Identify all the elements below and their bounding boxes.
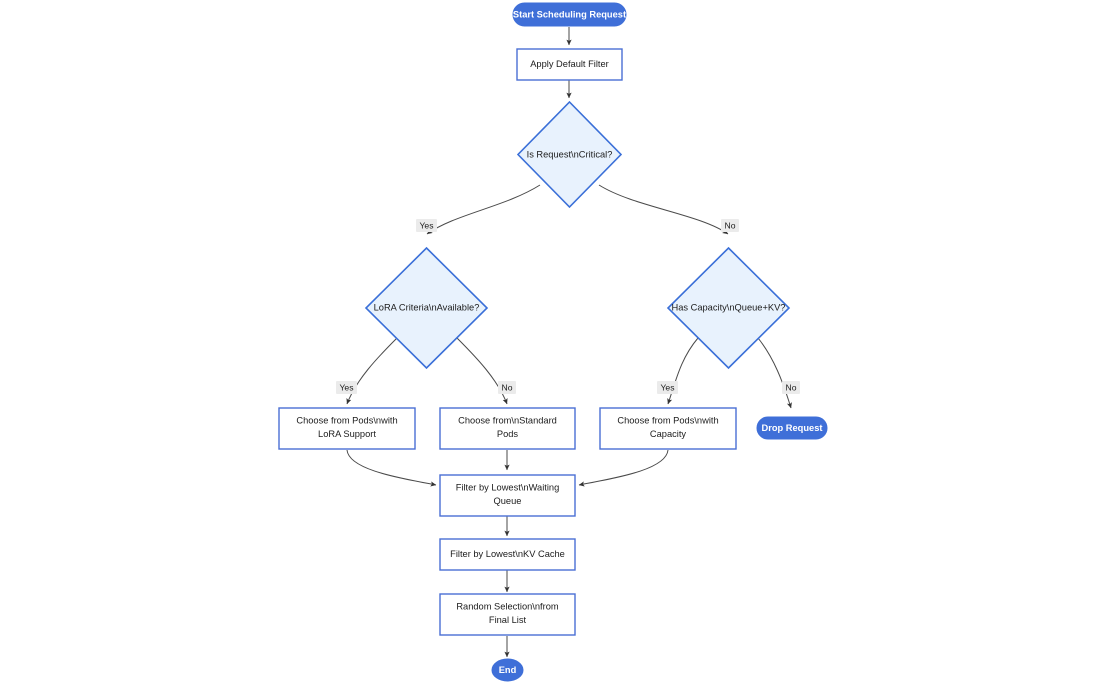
edge-label-critical-no: No [721, 219, 739, 232]
node-filter-waiting-queue-shape[interactable] [439, 474, 576, 517]
edge-label-critical-no-text: No [725, 221, 736, 231]
node-choose-standard-pods-shape[interactable] [439, 407, 576, 450]
edge-label-lora-no: No [498, 381, 516, 394]
node-choose-capacity-pods-shape[interactable] [599, 407, 737, 450]
node-end[interactable]: End [491, 658, 524, 682]
node-start-shape[interactable] [512, 2, 627, 27]
node-has-capacity-queue-kv-shape[interactable] [666, 246, 791, 370]
node-drop-request-shape[interactable] [756, 416, 828, 440]
node-has-capacity-queue-kv[interactable]: Has Capacity\nQueue+KV? [666, 246, 791, 370]
node-is-request-critical[interactable]: Is Request\nCritical? [516, 100, 623, 209]
node-choose-lora-pods[interactable]: Choose from Pods\nwith LoRA Support [278, 407, 416, 450]
edge-label-layer: Yes No Yes No Yes No [336, 219, 800, 394]
edge-layer [346, 27, 792, 658]
edge-label-capacity-no: No [782, 381, 800, 394]
node-filter-waiting-queue-label-line2: Queue [494, 496, 522, 506]
node-is-request-critical-shape[interactable] [516, 100, 623, 209]
node-choose-standard-pods[interactable]: Choose from\nStandard Pods [439, 407, 576, 450]
node-choose-capacity-pods-label-line1: Choose from Pods\nwith [617, 415, 718, 425]
node-choose-lora-pods-label-line2: LoRA Support [318, 429, 376, 439]
node-random-selection-label-line2: Final List [489, 615, 527, 625]
node-has-capacity-queue-kv-label: Has Capacity\nQueue+KV? [672, 302, 786, 312]
node-lora-criteria-available[interactable]: LoRA Criteria\nAvailable? [364, 246, 489, 370]
node-end-shape[interactable] [491, 658, 524, 682]
edge-label-capacity-yes: Yes [657, 381, 678, 394]
node-start[interactable]: Start Scheduling Request [512, 2, 627, 27]
edge-label-lora-no-text: No [502, 383, 513, 393]
node-apply-default-filter[interactable]: Apply Default Filter [516, 48, 623, 81]
node-choose-standard-pods-label-line2: Pods [497, 429, 519, 439]
edge-lora-to-lorapods [346, 337, 398, 405]
edge-critical-to-lora [426, 184, 541, 235]
node-apply-default-filter-shape[interactable] [516, 48, 623, 81]
node-choose-lora-pods-shape[interactable] [278, 407, 416, 450]
node-choose-capacity-pods-label-line2: Capacity [650, 429, 687, 439]
node-end-label: End [499, 665, 517, 675]
edge-capacity-to-drop [757, 337, 792, 409]
node-random-selection[interactable]: Random Selection\nfrom Final List [439, 593, 576, 636]
node-apply-default-filter-label: Apply Default Filter [530, 59, 609, 69]
node-drop-request[interactable]: Drop Request [756, 416, 828, 440]
edge-cappods-to-filterqueue [578, 449, 669, 487]
node-random-selection-label-line1: Random Selection\nfrom [456, 601, 559, 611]
node-choose-lora-pods-label-line1: Choose from Pods\nwith [296, 415, 397, 425]
edge-lora-to-stdpods [456, 337, 508, 405]
node-filter-kv-cache[interactable]: Filter by Lowest\nKV Cache [439, 538, 576, 571]
node-drop-request-label: Drop Request [762, 423, 823, 433]
node-lora-criteria-available-shape[interactable] [364, 246, 489, 370]
edge-label-lora-yes-text: Yes [339, 383, 353, 393]
node-filter-kv-cache-shape[interactable] [439, 538, 576, 571]
edge-critical-to-capacity [598, 184, 729, 235]
edge-label-capacity-yes-text: Yes [660, 383, 674, 393]
node-is-request-critical-label: Is Request\nCritical? [527, 149, 613, 159]
edge-label-capacity-no-text: No [786, 383, 797, 393]
node-filter-kv-cache-label: Filter by Lowest\nKV Cache [450, 549, 565, 559]
node-random-selection-shape[interactable] [439, 593, 576, 636]
node-start-label: Start Scheduling Request [513, 9, 626, 19]
edge-label-critical-yes-text: Yes [419, 221, 433, 231]
node-filter-waiting-queue[interactable]: Filter by Lowest\nWaiting Queue [439, 474, 576, 517]
node-lora-criteria-available-label: LoRA Criteria\nAvailable? [374, 302, 480, 312]
node-choose-standard-pods-label-line1: Choose from\nStandard [458, 415, 557, 425]
node-choose-capacity-pods[interactable]: Choose from Pods\nwith Capacity [599, 407, 737, 450]
edge-capacity-to-cappods [667, 337, 699, 405]
edge-label-critical-yes: Yes [416, 219, 437, 232]
edge-label-lora-yes: Yes [336, 381, 357, 394]
edge-lorapods-to-filterqueue [346, 449, 437, 487]
node-filter-waiting-queue-label-line1: Filter by Lowest\nWaiting [456, 482, 560, 492]
